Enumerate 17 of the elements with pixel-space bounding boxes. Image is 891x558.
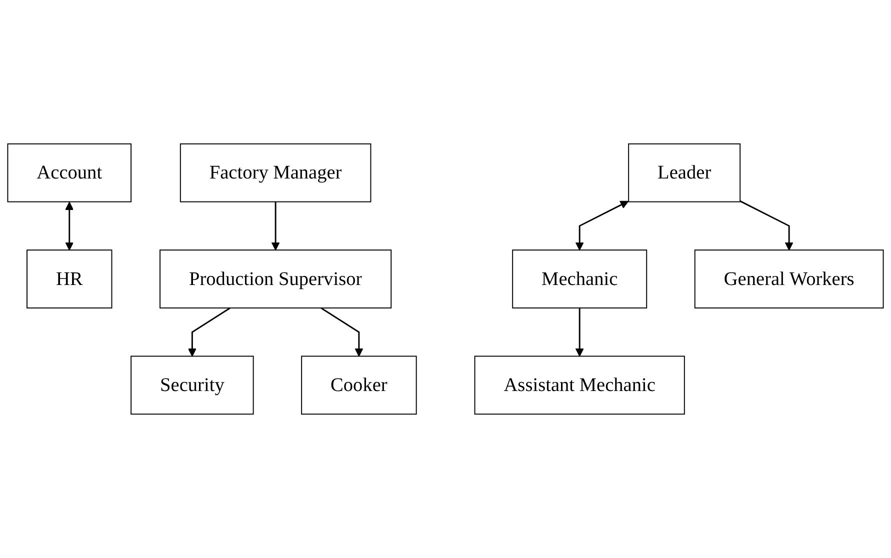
arrow [575,308,584,357]
node-box: Assistant Mechanic [474,356,685,415]
node-box: Mechanic [512,250,648,308]
node-box: HR [26,250,112,308]
arrow [575,200,629,250]
arrow [65,202,74,250]
arrow [740,200,794,250]
node-box: Cooker [301,356,417,415]
node-box: Leader [628,143,741,202]
arrow [320,307,364,357]
node-box: Factory Manager [180,143,372,202]
arrow [188,307,230,357]
node-box: Account [7,143,132,202]
node-box: Security [130,356,254,415]
node-box: General Workers [694,250,884,308]
node-box: Production Supervisor [160,250,392,308]
arrow [271,202,280,250]
